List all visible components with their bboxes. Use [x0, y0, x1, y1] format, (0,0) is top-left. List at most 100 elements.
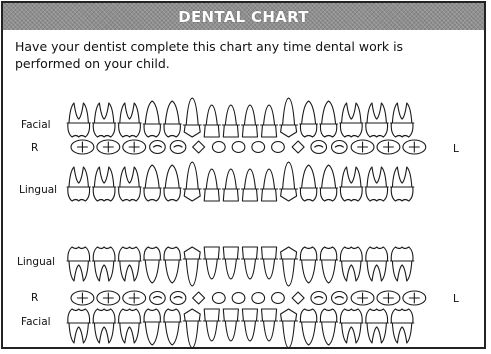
tooth-occlusal: [351, 140, 374, 154]
tooth: [365, 103, 388, 137]
tooth: [143, 309, 161, 345]
tooth: [118, 247, 141, 281]
tooth: [340, 309, 363, 343]
tooth-occlusal: [71, 291, 94, 305]
tooth: [183, 162, 201, 201]
tooth: [280, 247, 298, 286]
tooth: [320, 101, 338, 137]
tooth: [241, 169, 258, 201]
tooth-occlusal: [193, 292, 205, 304]
tooth-occlusal: [212, 142, 225, 153]
tooth: [390, 103, 413, 137]
lower-lingual-teeth-row: [65, 245, 435, 285]
tooth-occlusal: [292, 141, 304, 153]
tooth-occlusal: [193, 141, 205, 153]
upper-facial-teeth-row: [65, 99, 435, 139]
tooth: [183, 247, 201, 286]
tooth: [320, 247, 338, 283]
tooth: [118, 167, 141, 201]
tooth-occlusal: [232, 142, 245, 153]
tooth-occlusal: [377, 140, 400, 154]
tooth: [241, 309, 258, 341]
tooth-occlusal: [170, 141, 186, 154]
tooth-occlusal: [272, 293, 285, 304]
tooth-occlusal: [123, 140, 146, 154]
tooth: [222, 169, 239, 201]
lower-facial-teeth-row: [65, 307, 435, 347]
tooth: [280, 309, 298, 348]
tooth: [183, 98, 201, 137]
tooth: [222, 247, 239, 279]
tooth: [300, 247, 318, 283]
tooth-occlusal: [97, 140, 120, 154]
tooth-occlusal: [212, 293, 225, 304]
tooth: [300, 165, 318, 201]
lower-left-label: L: [453, 293, 459, 305]
tooth: [203, 169, 220, 201]
tooth: [365, 167, 388, 201]
tooth: [203, 105, 220, 137]
tooth-occlusal: [252, 293, 265, 304]
tooth-occlusal: [311, 141, 327, 154]
tooth: [280, 98, 298, 137]
tooth: [300, 101, 318, 137]
tooth: [340, 103, 363, 137]
tooth: [320, 309, 338, 345]
tooth: [143, 165, 161, 201]
tooth: [163, 247, 181, 283]
title-bar: DENTAL CHART: [3, 3, 484, 30]
tooth: [163, 101, 181, 137]
tooth-occlusal: [272, 142, 285, 153]
tooth: [365, 309, 388, 343]
tooth: [261, 105, 278, 137]
tooth-occlusal: [311, 292, 327, 305]
tooth: [92, 167, 115, 201]
tooth-occlusal: [150, 141, 166, 154]
tooth: [300, 309, 318, 345]
tooth: [67, 247, 90, 281]
tooth-occlusal: [332, 292, 348, 305]
upper-facial-label: Facial: [21, 119, 51, 131]
tooth: [222, 105, 239, 137]
upper-right-label: R: [31, 142, 38, 154]
tooth: [143, 101, 161, 137]
tooth: [118, 103, 141, 137]
lower-lingual-label: Lingual: [17, 256, 55, 268]
page-title: DENTAL CHART: [178, 8, 309, 26]
tooth: [261, 169, 278, 201]
tooth: [92, 247, 115, 281]
tooth-occlusal: [292, 292, 304, 304]
tooth: [67, 309, 90, 343]
tooth-occlusal: [403, 140, 426, 154]
tooth-occlusal: [403, 291, 426, 305]
tooth-occlusal: [150, 292, 166, 305]
tooth: [390, 247, 413, 281]
upper-lingual-label: Lingual: [19, 184, 57, 196]
tooth: [261, 247, 278, 279]
tooth: [241, 105, 258, 137]
tooth-occlusal: [232, 293, 245, 304]
tooth: [183, 309, 201, 348]
tooth: [261, 309, 278, 341]
tooth: [67, 167, 90, 201]
upper-lingual-teeth-row: [65, 163, 435, 203]
tooth: [92, 103, 115, 137]
tooth: [143, 247, 161, 283]
lower-facial-label: Facial: [21, 316, 51, 328]
tooth: [203, 247, 220, 279]
tooth: [340, 167, 363, 201]
tooth-occlusal: [351, 291, 374, 305]
tooth-occlusal: [97, 291, 120, 305]
upper-occlusal-teeth-row: [65, 138, 445, 158]
tooth: [390, 309, 413, 343]
tooth: [163, 309, 181, 345]
tooth: [241, 247, 258, 279]
tooth: [118, 309, 141, 343]
dental-chart-card: DENTAL CHART Have your dentist complete …: [1, 1, 486, 349]
tooth: [280, 162, 298, 201]
tooth: [222, 309, 239, 341]
upper-left-label: L: [453, 143, 459, 155]
tooth: [320, 165, 338, 201]
tooth: [203, 309, 220, 341]
tooth-occlusal: [170, 292, 186, 305]
